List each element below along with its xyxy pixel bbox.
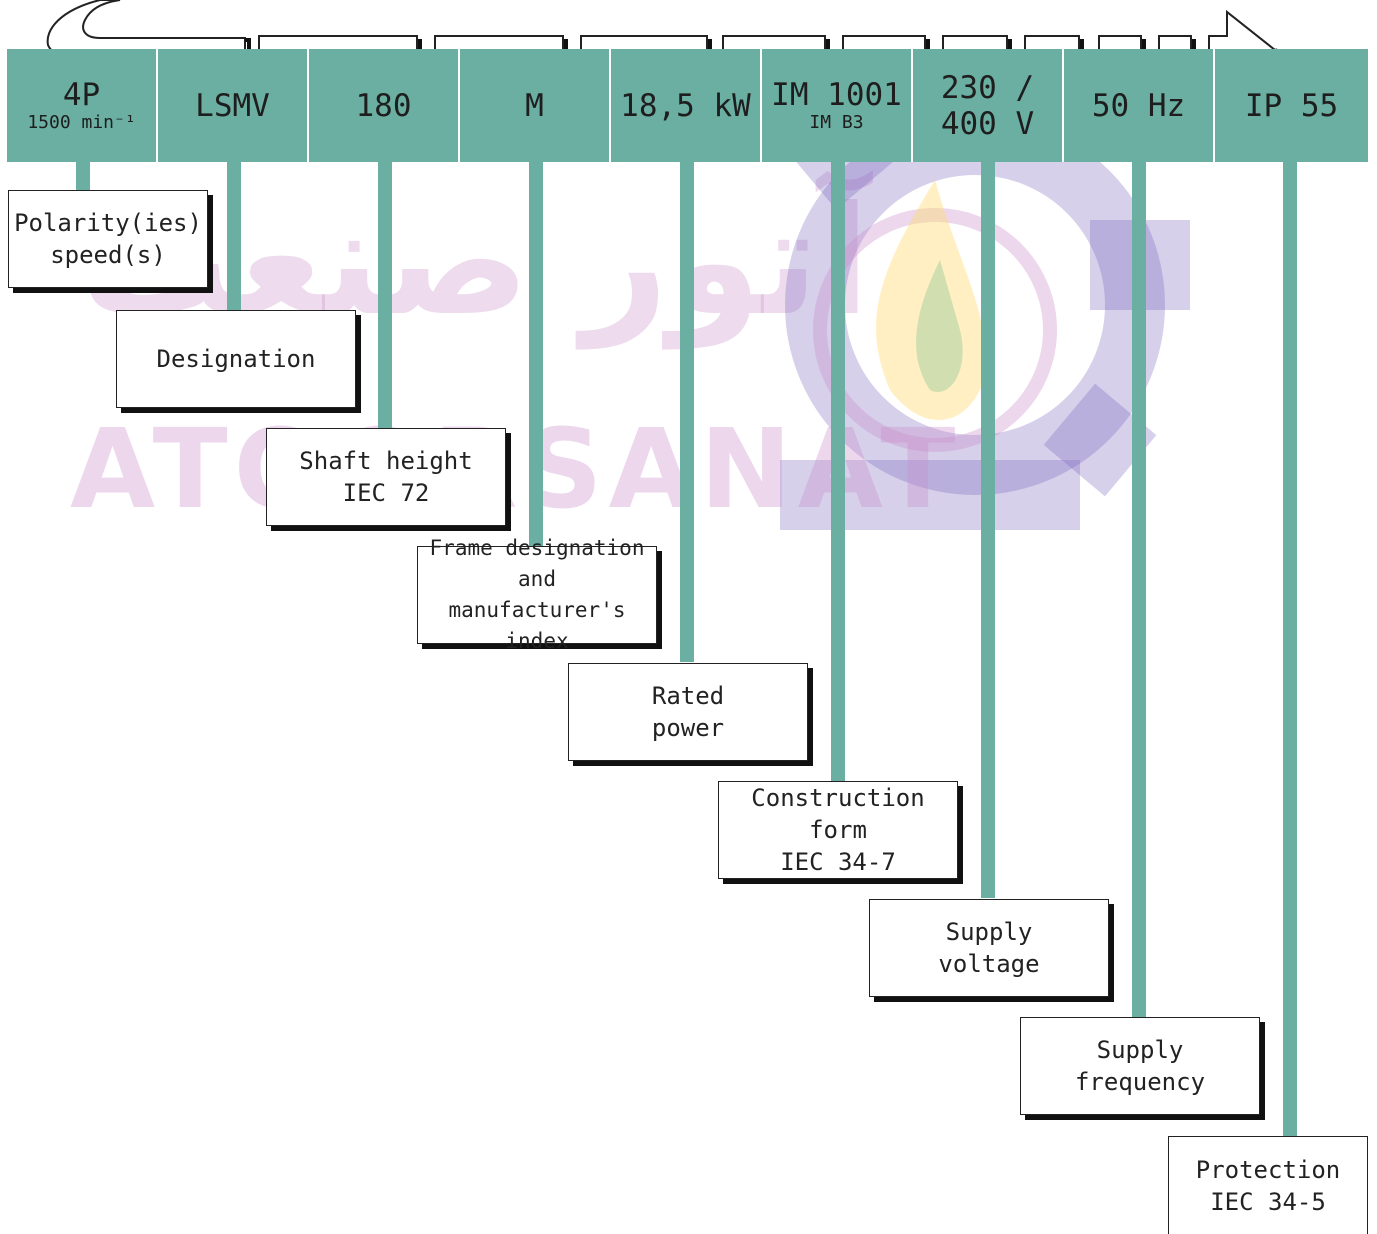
connector	[1132, 162, 1146, 1018]
connector	[1283, 162, 1297, 1136]
connector	[227, 162, 241, 310]
cell-designation-value: LSMV	[195, 87, 270, 124]
cell-construction-value: IM 1001	[771, 76, 902, 113]
connector	[529, 162, 543, 546]
designation-bar	[7, 49, 1368, 162]
label-shaft-height: Shaft height IEC 72	[266, 428, 506, 526]
label-construction-form-text: Construction form IEC 34-7	[751, 784, 925, 876]
label-supply-frequency-text: Supply frequency	[1074, 1036, 1206, 1096]
label-supply-voltage-text: Supply voltage	[938, 918, 1040, 978]
label-rated-power: Rated power	[568, 663, 808, 761]
connector	[76, 162, 90, 190]
cell-frequency-value: 50 Hz	[1091, 87, 1186, 124]
watermark-latin-text: ATOORSANAT	[70, 405, 962, 533]
cell-construction-sub: IM B3	[809, 111, 864, 133]
cell-shaft-height: 180	[309, 49, 460, 162]
connector	[981, 162, 995, 898]
label-protection: Protection IEC 34-5	[1168, 1136, 1368, 1234]
cell-frame-value: M	[525, 87, 544, 124]
connector	[831, 162, 845, 782]
label-protection-text: Protection IEC 34-5	[1195, 1155, 1341, 1216]
connector	[680, 162, 694, 662]
label-rated-power-text: Rated power	[651, 682, 725, 742]
label-designation-text: Designation	[156, 345, 316, 373]
cell-polarity-value: 4P	[62, 76, 101, 113]
label-frame-designation-text: Frame designation and manufacturer's ind…	[429, 536, 645, 653]
cell-voltage-value: 230 / 400 V	[940, 69, 1035, 142]
cell-polarity-speed: 1500 min⁻¹	[27, 111, 136, 133]
label-shaft-height-text: Shaft height IEC 72	[299, 447, 473, 507]
cell-shaft-height-value: 180	[355, 87, 412, 124]
cell-frame: M	[460, 49, 611, 162]
cell-protection: IP 55	[1215, 49, 1368, 162]
label-supply-voltage: Supply voltage	[869, 899, 1109, 997]
cell-rated-power: 18,5 kW	[611, 49, 762, 162]
cell-voltage: 230 / 400 V	[913, 49, 1064, 162]
cell-construction: IM 1001 IM B3	[762, 49, 913, 162]
cell-polarity: 4P 1500 min⁻¹	[7, 49, 158, 162]
label-frame-designation: Frame designation and manufacturer's ind…	[417, 536, 657, 653]
label-polarity-speed: Polarity(ies) speed(s)	[8, 190, 208, 288]
cell-protection-value: IP 55	[1244, 87, 1339, 124]
label-designation: Designation	[116, 310, 356, 408]
connector	[378, 162, 392, 428]
cell-designation: LSMV	[158, 49, 309, 162]
cell-frequency: 50 Hz	[1064, 49, 1215, 162]
label-polarity-speed-text: Polarity(ies) speed(s)	[14, 209, 202, 269]
label-supply-frequency: Supply frequency	[1020, 1017, 1260, 1115]
cell-rated-power-value: 18,5 kW	[620, 87, 751, 124]
label-construction-form: Construction form IEC 34-7	[718, 781, 958, 879]
